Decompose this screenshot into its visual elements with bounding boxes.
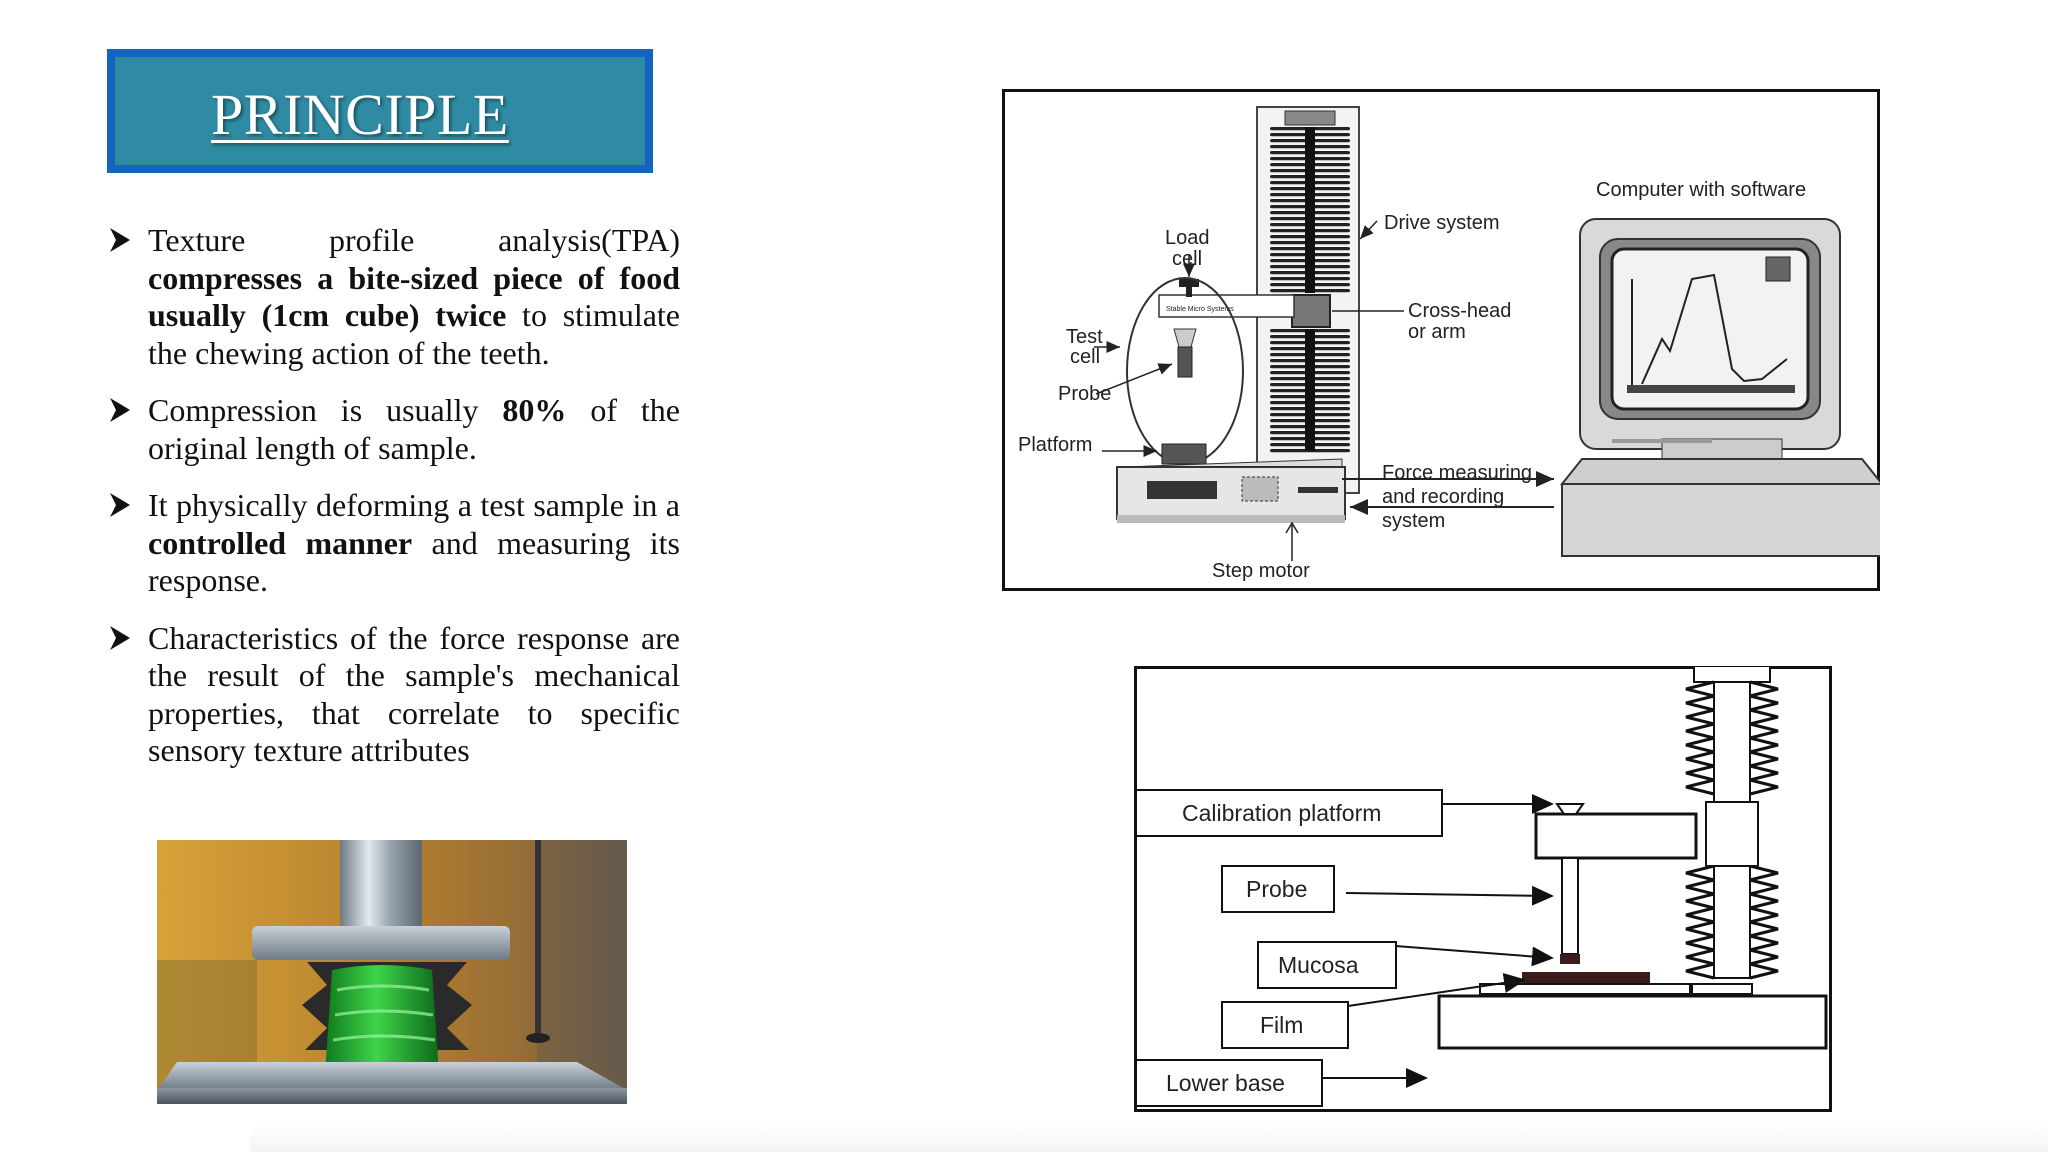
tpa-compression-photo [157,840,627,1104]
label-film: Film [1260,1012,1303,1038]
bullet-text: Characteristics of the force response ar… [148,619,680,769]
bullet-text: Texture profile analysis(TPA) [148,222,680,258]
bullet-item: Texture profile analysis(TPA) compresses… [108,222,680,372]
texture-analyser-diagram: Stable Micro Systems [1002,89,1885,591]
label-lower-base: Lower base [1166,1070,1285,1096]
label-platform: Platform [1018,434,1092,456]
label-cross-head-line1: Cross-head [1408,300,1511,322]
label-load-cell-line1: Load [1165,227,1210,249]
bullet-bold-text: compresses a bite-sized piece of food us… [148,259,680,334]
tpa-photo-illustration [157,840,627,1104]
footer-shade [250,1125,2048,1152]
label-force-line3: system [1382,510,1445,532]
arrow-bullet-icon [108,225,132,255]
label-drive-system: Drive system [1384,212,1500,234]
brand-label: Stable Micro Systems [1166,306,1234,313]
bullet-text: to stimulate the chewing action of the t… [148,297,681,371]
arrow-bullet-icon [108,623,132,653]
label-cross-head-line2: or arm [1408,321,1466,343]
page-title: PRINCIPLE [211,82,509,147]
bullet-text: of the original length of sample. [148,392,681,466]
title-banner: PRINCIPLE [107,49,653,173]
label-computer-with-software: Computer with software [1596,179,1806,201]
bullet-item: Compression is usually 80% of the origin… [108,392,680,467]
mucoadhesion-setup-diagram: Calibration platform Probe Mucosa Film L… [1134,665,1832,1112]
cross-head [1291,294,1331,328]
label-test-cell-line2: cell [1070,346,1100,368]
probe-shape [1177,346,1193,378]
label-step-motor: Step motor [1212,560,1310,582]
arrow-bullet-icon [108,395,132,425]
principle-bullet-list: Texture profile analysis(TPA) compresses… [108,222,680,790]
bullet-bold-text: 80% [502,392,567,428]
label-probe: Probe [1058,383,1111,405]
label-probe-2: Probe [1246,876,1307,902]
label-calibration-platform: Calibration platform [1182,800,1381,826]
label-force-line2: and recording [1382,486,1504,508]
label-force-line1: Force measuring [1382,462,1532,484]
bullet-text: Compression is usually [148,392,503,428]
computer-base [1561,483,1883,557]
bullet-item: It physically deforming a test sample in… [108,487,680,600]
bullet-item: Characteristics of the force response ar… [108,620,680,770]
label-load-cell-line2: cell [1172,248,1202,270]
label-test-cell-line1: Test [1066,326,1103,348]
bullet-bold-text: controlled manner [148,524,413,561]
arrow-bullet-icon [108,490,132,520]
bullet-text: and measuring its response. [148,524,681,599]
bullet-text: It physically deforming a test sample in… [148,487,680,523]
label-mucosa: Mucosa [1278,952,1359,978]
